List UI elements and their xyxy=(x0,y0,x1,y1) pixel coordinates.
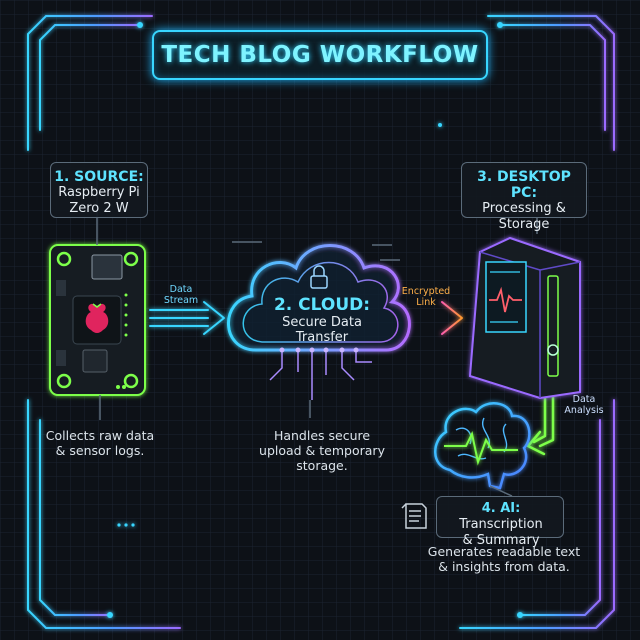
ai-description: Generates readable text & insights from … xyxy=(427,544,581,574)
ai-label-box: 4. AI: Transcription & Summary xyxy=(436,496,564,548)
cloud-line2: Transfer xyxy=(295,330,349,345)
ai-heading: 4. AI: xyxy=(481,501,521,516)
desktop-heading: 3. DESKTOP PC: xyxy=(477,169,571,201)
source-line1: Raspberry Pi xyxy=(58,185,140,200)
cloud-heading: 2. CLOUD: xyxy=(273,295,371,315)
cloud-line1: Secure Data xyxy=(282,315,362,330)
encrypted-link-label: Encrypted Link xyxy=(401,286,451,308)
encrypted-link-arrow xyxy=(399,301,463,335)
cloud-description: Handles secure upload & temporary storag… xyxy=(259,428,385,473)
page-title: TECH BLOG WORKFLOW xyxy=(161,42,479,68)
source-label-box: 1. SOURCE: Raspberry Pi Zero 2 W xyxy=(50,162,148,218)
ai-line2: & Summary xyxy=(462,533,540,548)
desktop-label-box: 3. DESKTOP PC: Processing & Storage xyxy=(461,162,587,232)
desktop-line2: Storage xyxy=(498,217,550,232)
desktop-line1: Processing & xyxy=(482,201,566,216)
source-description: Collects raw data & sensor logs. xyxy=(45,428,155,458)
data-analysis-label: Data Analysis xyxy=(564,394,604,416)
data-stream-arrow xyxy=(149,301,225,335)
title-banner: TECH BLOG WORKFLOW xyxy=(152,30,488,80)
data-stream-label: Data Stream xyxy=(163,284,199,306)
source-heading: 1. SOURCE: xyxy=(54,169,144,185)
source-line2: Zero 2 W xyxy=(69,201,129,216)
ai-line1: Transcription xyxy=(459,517,543,532)
cloud-label: 2. CLOUD: Secure Data Transfer xyxy=(262,295,382,346)
data-analysis-arrow xyxy=(526,388,555,456)
